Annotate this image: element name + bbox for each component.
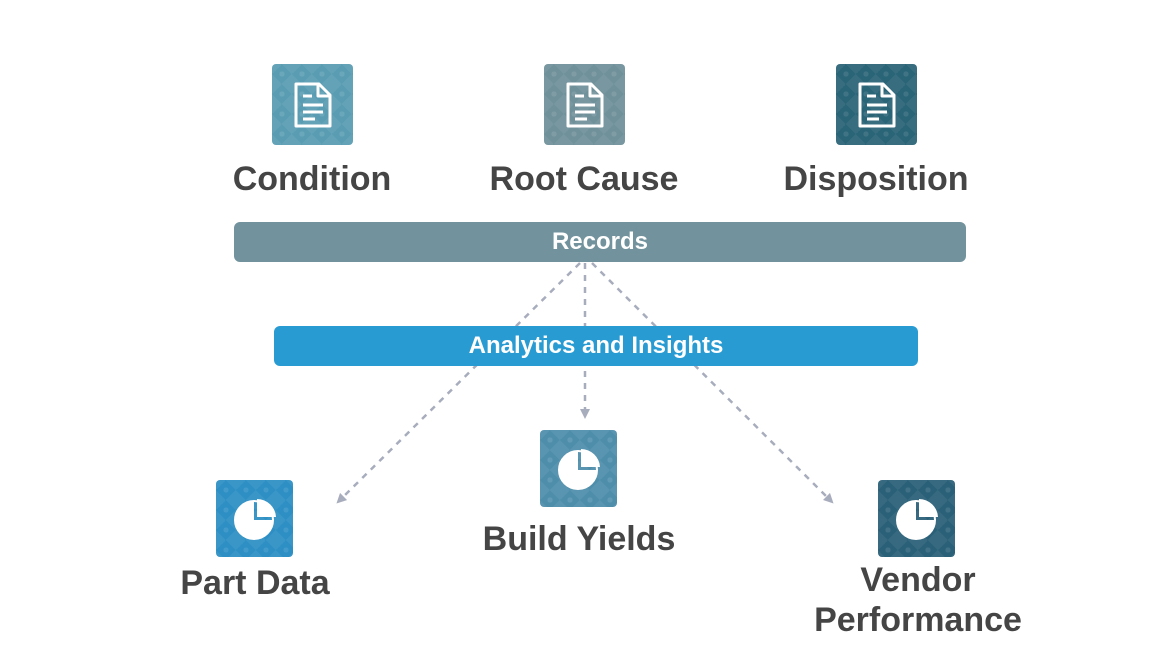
disposition-label: Disposition: [783, 160, 969, 198]
part-data-label: Part Data: [180, 564, 330, 602]
arrow-to-part-data: [336, 262, 581, 504]
build-yields-tile: [540, 430, 617, 507]
records-bar: Records: [234, 222, 966, 262]
document-icon: [858, 82, 895, 127]
analytics-bar: Analytics and Insights: [274, 326, 918, 366]
arrow-to-vendor-performance: [591, 262, 834, 504]
analytics-label: Analytics and Insights: [468, 332, 724, 359]
vendor-performance-label: Vendor Performance: [800, 560, 1036, 640]
vendor-label-line-1: Vendor: [860, 561, 976, 599]
condition-tile: [272, 64, 353, 145]
document-icon: [294, 82, 331, 127]
root-cause-tile: [544, 64, 625, 145]
pie-chart-icon: [233, 498, 276, 540]
condition-label: Condition: [232, 160, 392, 198]
vendor-label-line-2: Performance: [814, 601, 1022, 639]
root-cause-label: Root Cause: [489, 160, 679, 198]
disposition-tile: [836, 64, 917, 145]
part-data-tile: [216, 480, 293, 557]
build-yields-label: Build Yields: [482, 520, 676, 558]
records-label: Records: [551, 228, 649, 255]
pie-chart-icon: [895, 498, 938, 540]
vendor-performance-tile: [878, 480, 955, 557]
document-icon: [566, 82, 603, 127]
pie-chart-icon: [557, 448, 600, 490]
